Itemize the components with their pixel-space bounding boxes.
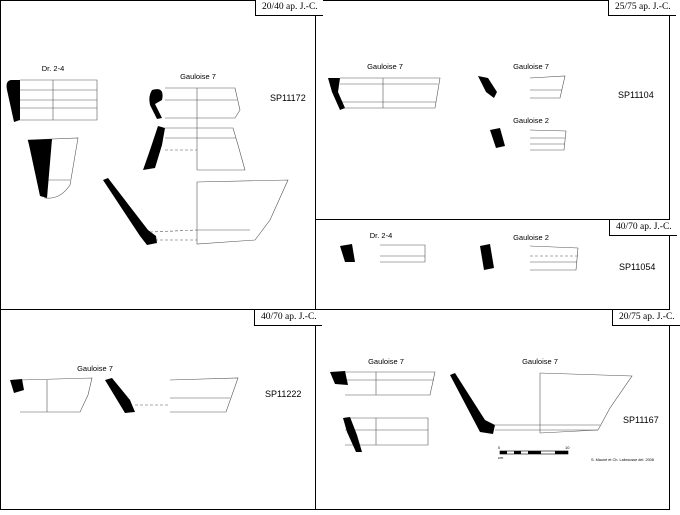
sherd-p4-gauloise7-a xyxy=(19,377,93,413)
scale-bar xyxy=(499,450,569,455)
panel1-label-gauloise7: Gauloise 7 xyxy=(180,72,216,81)
panel2-label-gauloise7-a: Gauloise 7 xyxy=(367,62,403,71)
sherd-drawings xyxy=(0,0,670,510)
panel4-code: SP11222 xyxy=(265,389,302,399)
sherd-p5-gauloise7-neck xyxy=(345,417,429,446)
sherd-p2-gauloise2 xyxy=(529,129,567,151)
panel3-date: 40/70 ap. J.-C. xyxy=(609,220,677,236)
panel2-code: SP11104 xyxy=(618,90,654,100)
panel1-date: 20/40 ap. J.-C. xyxy=(255,0,323,16)
panel2-label-gauloise2: Gauloise 2 xyxy=(513,116,549,125)
section-p5-g7-neck xyxy=(343,417,362,452)
section-g7-body xyxy=(103,178,157,245)
panel5-label-gauloise7-a: Gauloise 7 xyxy=(368,357,404,366)
section-p2-g7a xyxy=(328,78,345,110)
panel3-label-gauloise2: Gauloise 2 xyxy=(513,233,549,242)
panel4-date: 40/70 ap. J.-C. xyxy=(254,310,322,326)
panel2-date: 25/75 ap. J.-C. xyxy=(608,0,676,16)
panel2-label-gauloise7-b: Gauloise 7 xyxy=(513,62,549,71)
panel4-label-gauloise7: Gauloise 7 xyxy=(77,364,113,373)
sherd-p5-gauloise7-large xyxy=(495,372,633,434)
panel3-label-dr24: Dr. 2-4 xyxy=(369,231,393,240)
plate-border xyxy=(0,0,670,510)
scale-unit: cm xyxy=(498,455,504,460)
section-p4-g7b xyxy=(105,378,135,413)
section-p4-g7a xyxy=(10,379,24,393)
section-p3-g2 xyxy=(480,244,494,270)
sherd-p5-gauloise7-rim xyxy=(345,371,436,396)
panel5-date: 20/75 ap. J.-C. xyxy=(612,310,680,326)
panel3-code: SP11054 xyxy=(619,262,656,272)
sherd-gauloise7-profile xyxy=(149,87,289,245)
section-dr24-rim xyxy=(6,80,20,122)
drawing-credit: S. Mauné et Ch. Labrousse del. 2008 xyxy=(591,458,654,462)
scale-end: 10 xyxy=(565,445,570,450)
section-dr24-base xyxy=(28,139,52,198)
sherd-p3-gauloise2 xyxy=(529,245,579,271)
sherd-p3-dr24 xyxy=(380,244,426,263)
sherd-p2-gauloise7-a xyxy=(340,77,441,109)
section-p5-g7-rim xyxy=(330,371,348,385)
panel1-label-dr24: Dr. 2-4 xyxy=(41,64,65,73)
section-p5-g7-large xyxy=(450,373,495,434)
section-g7-neck xyxy=(143,126,165,170)
sherd-dr24-rim xyxy=(20,79,98,121)
panel5-code: SP11167 xyxy=(623,415,659,425)
sherd-p2-gauloise7-b xyxy=(529,75,566,99)
panel5-label-gauloise7-b: Gauloise 7 xyxy=(522,357,558,366)
scale-start: 0 xyxy=(498,445,501,450)
section-p2-g2 xyxy=(490,128,505,148)
sherd-p4-gauloise7-b xyxy=(135,377,239,413)
section-p3-dr24 xyxy=(340,244,355,262)
panel1-code: SP11172 xyxy=(270,93,306,103)
section-g7-rim xyxy=(149,89,163,119)
section-p2-g7b xyxy=(478,76,497,98)
